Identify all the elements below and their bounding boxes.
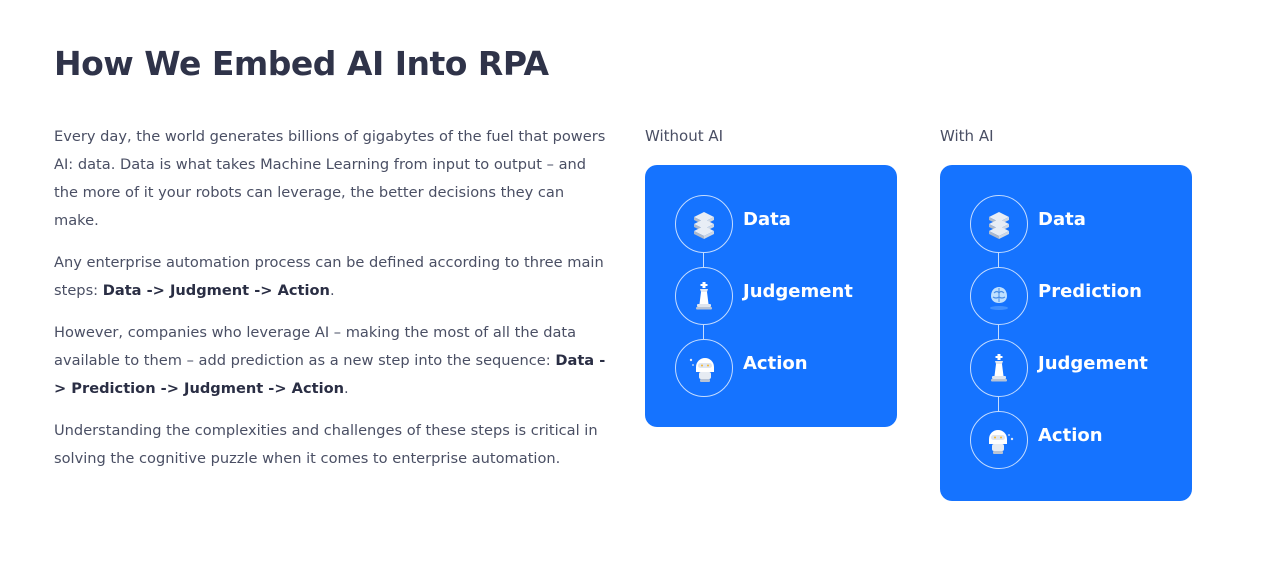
without-ai-card: Data Judgement (645, 165, 897, 427)
robot-head-icon (970, 411, 1028, 469)
page-title: How We Embed AI Into RPA (54, 44, 549, 83)
data-stack-icon (970, 195, 1028, 253)
step-label: Judgement (1038, 353, 1148, 374)
chess-piece-icon (675, 267, 733, 325)
with-ai-card: Data Prediction Judgement (940, 165, 1192, 501)
step-label: Data (1038, 209, 1086, 230)
connector-line (998, 397, 999, 411)
step-label: Judgement (743, 281, 853, 302)
step-label: Data (743, 209, 791, 230)
step-data: Data (675, 195, 885, 253)
connector-line (703, 253, 704, 267)
brain-icon (970, 267, 1028, 325)
step-prediction: Prediction (970, 267, 1180, 325)
step-action: Action (675, 339, 885, 397)
data-stack-icon (675, 195, 733, 253)
step-label: Action (1038, 425, 1103, 446)
without-ai-label: Without AI (645, 127, 724, 145)
step-judgement: Judgement (675, 267, 885, 325)
step-judgement: Judgement (970, 339, 1180, 397)
intro-text: Every day, the world generates billions … (54, 123, 610, 487)
connector-line (998, 325, 999, 339)
connector-line (703, 325, 704, 339)
step-action: Action (970, 411, 1180, 469)
step-label: Action (743, 353, 808, 374)
chess-piece-icon (970, 339, 1028, 397)
intro-paragraph-3: However, companies who leverage AI – mak… (54, 324, 606, 397)
intro-paragraph-2: Any enterprise automation process can be… (54, 254, 604, 299)
connector-line (998, 253, 999, 267)
with-ai-label: With AI (940, 127, 994, 145)
step-data: Data (970, 195, 1180, 253)
step-label: Prediction (1038, 281, 1142, 302)
intro-paragraph-4: Understanding the complexities and chall… (54, 422, 598, 467)
intro-paragraph-1: Every day, the world generates billions … (54, 128, 606, 229)
sequence-without-ai: Data -> Judgment -> Action (102, 282, 330, 299)
robot-head-icon (675, 339, 733, 397)
sequence-with-ai: Data -> Prediction -> Judgment -> Action (54, 352, 606, 397)
